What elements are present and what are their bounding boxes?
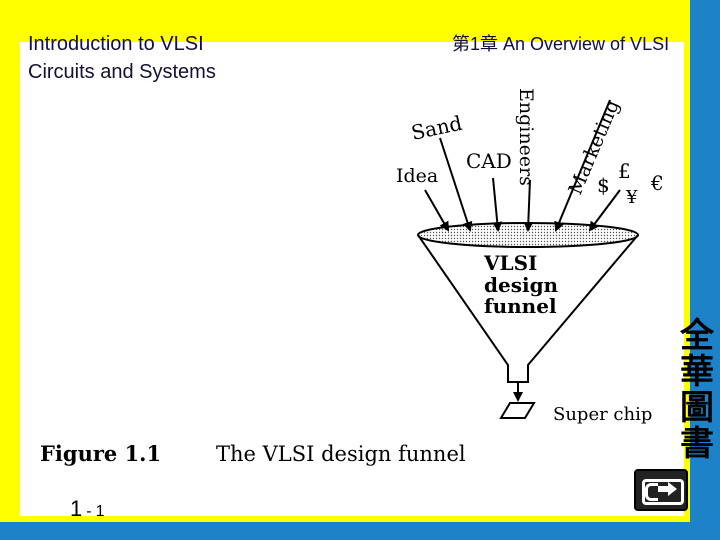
exit-icon-arrow (658, 486, 670, 492)
label-pound: £ (618, 159, 631, 183)
label-engineers: Engineers (515, 88, 537, 186)
label-super-chip: Super chip (553, 404, 652, 425)
caption-number: Figure 1.1 (40, 441, 161, 466)
chip-shape (499, 402, 536, 419)
exit-icon-arrowhead (668, 482, 677, 496)
funnel-label-line3: funnel (484, 294, 557, 318)
exit-icon (642, 479, 684, 505)
arrow-idea (424, 189, 449, 232)
page-number-minor: 1 (95, 503, 105, 520)
funnel-label-line1: VLSI (483, 251, 537, 275)
arrow-cad (492, 177, 503, 232)
label-sand: Sand (409, 111, 464, 145)
page-number-major: 1 (70, 496, 83, 521)
publisher-logo-text: 全 華 圖 書 (677, 318, 717, 462)
course-title-line2: Circuits and Systems (28, 61, 216, 83)
caption-text: The VLSI design funnel (216, 442, 466, 466)
arrow-engineers (523, 179, 534, 232)
publisher-char: 圖 (680, 388, 714, 428)
arrow-sand (439, 137, 473, 232)
course-title: Introduction to VLSI Circuits and System… (28, 30, 308, 86)
slide-frame-blue-right (690, 0, 720, 540)
page-number: 1-1 (70, 496, 104, 522)
exit-button[interactable] (634, 469, 688, 511)
label-cad: CAD (466, 149, 512, 173)
page-number-separator: - (86, 503, 92, 520)
label-yen: ¥ (625, 187, 638, 208)
slide-frame-blue-bottom (0, 522, 720, 540)
funnel-label-line2: design (484, 273, 559, 297)
publisher-char: 華 (680, 352, 714, 392)
label-idea: Idea (396, 165, 438, 187)
slide-content-panel (20, 42, 684, 516)
label-euro: € (650, 171, 664, 195)
publisher-char: 全 (680, 316, 714, 356)
course-title-line1: Introduction to VLSI (28, 33, 204, 55)
publisher-char: 書 (680, 424, 714, 464)
label-dollar: $ (597, 173, 610, 197)
label-marketing: Marketing (564, 97, 624, 198)
exit-icon-c (645, 483, 658, 501)
arrow-marketing (554, 99, 611, 232)
chapter-title: 第1章 An Overview of VLSI (452, 34, 670, 54)
arrow-money (588, 189, 621, 232)
